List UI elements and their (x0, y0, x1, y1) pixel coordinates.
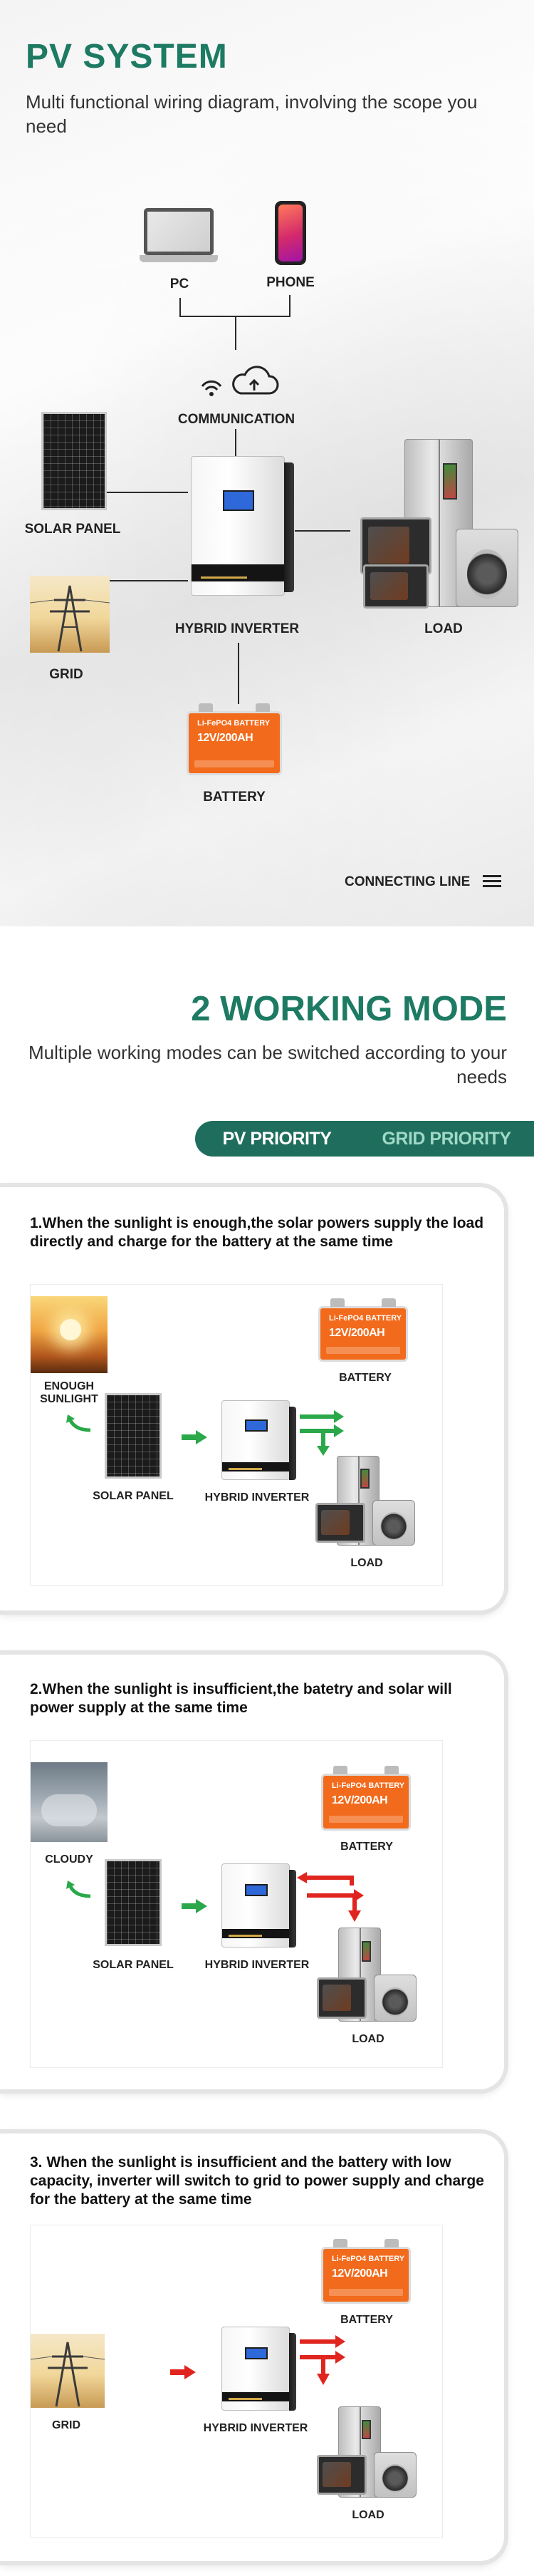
hybrid-inverter-image (221, 1863, 296, 1948)
battery-label: BATTERY (340, 1841, 393, 1853)
load-label: LOAD (352, 2033, 384, 2045)
solar-panel-label: SOLAR PANEL (93, 1959, 174, 1971)
split-arrow-icon (300, 2335, 345, 2385)
mode-card-1: 1.When the sunlight is enough,the solar … (0, 1187, 504, 1610)
curved-arrow-icon (66, 1881, 91, 1898)
battery-label: BATTERY (339, 1372, 392, 1384)
solar-panel-image (105, 1859, 162, 1946)
merge-arrow-icon (297, 1872, 364, 1922)
arrow-right-icon (182, 1899, 207, 1913)
mode-card-3: 3. When the sunlight is insufficient and… (0, 2133, 504, 2561)
load-label: LOAD (350, 1557, 383, 1569)
cloudy-label: CLOUDY (45, 1853, 93, 1866)
battery-image: Li-FePO4 BATTERY 12V/200AH (318, 1298, 408, 1362)
grid-label: GRID (49, 667, 83, 682)
load-appliances-image (317, 1928, 417, 2023)
solar-panel-label: SOLAR PANEL (24, 522, 121, 537)
battery-image: Li-FePO4 BATTERY 12V/200AH (187, 703, 282, 775)
sunlight-image (31, 1296, 108, 1373)
hybrid-inverter-image (191, 456, 294, 596)
hybrid-inverter-image (221, 1400, 296, 1481)
battery-brand-text: Li-FePO4 BATTERY (332, 2255, 405, 2263)
battery-spec-text: 12V/200AH (197, 732, 253, 744)
split-arrow-icon (300, 1410, 344, 1456)
enough-sunlight-label: ENOUGH SUNLIGHT (40, 1380, 98, 1405)
hybrid-inverter-image (221, 2327, 296, 2411)
battery-brand-text: Li-FePO4 BATTERY (197, 719, 271, 728)
battery-brand-text: Li-FePO4 BATTERY (329, 1314, 402, 1323)
power-tower-icon (30, 585, 110, 652)
hybrid-inverter-label: HYBRID INVERTER (174, 621, 300, 636)
battery-spec-text: 12V/200AH (332, 1794, 388, 1806)
load-label: LOAD (424, 621, 463, 636)
grid-image (30, 576, 110, 653)
mode-3-title: 3. When the sunlight is insufficient and… (30, 2154, 484, 2208)
solar-panel-image (41, 412, 107, 510)
connecting-line-label: CONNECTING LINE (345, 874, 471, 889)
phone-label: PHONE (266, 275, 315, 290)
mode-2-diagram: CLOUDY SOLAR PANEL HYBRID INVERTER Li-Fe… (30, 1740, 443, 2068)
hybrid-inverter-label: HYBRID INVERTER (203, 2422, 308, 2434)
wifi-icon (201, 380, 222, 396)
battery-image: Li-FePO4 BATTERY 12V/200AH (321, 1766, 411, 1831)
working-mode-subtitle: Multiple working modes can be switched a… (28, 1042, 507, 1087)
hybrid-inverter-label: HYBRID INVERTER (204, 1491, 310, 1504)
battery-label: BATTERY (203, 790, 266, 805)
laptop-icon (140, 208, 218, 265)
battery-spec-text: 12V/200AH (329, 1327, 385, 1339)
pc-label: PC (169, 276, 189, 291)
arrow-right-icon (170, 2365, 196, 2379)
grid-label: GRID (52, 2419, 80, 2431)
power-tower-icon (31, 2342, 105, 2407)
tab-pv-priority[interactable]: PV PRIORITY (222, 1129, 332, 1149)
load-appliances-image (360, 439, 523, 610)
working-mode-title: 2 WORKING MODE (191, 990, 507, 1028)
mode-tabs: PV PRIORITY GRID PRIORITY (195, 1121, 534, 1157)
cloudy-image (31, 1762, 108, 1842)
solar-panel-image (105, 1393, 162, 1479)
battery-label: BATTERY (340, 2314, 393, 2326)
arrow-right-icon (182, 1430, 207, 1444)
load-appliances-image (317, 2406, 417, 2499)
solar-panel-label: SOLAR PANEL (93, 1490, 174, 1502)
mode-card-2: 2.When the sunlight is insufficient,the … (0, 1655, 504, 2089)
load-label: LOAD (352, 2509, 384, 2521)
mode-1-title: 1.When the sunlight is enough,the solar … (30, 1215, 484, 1250)
phone-icon (275, 201, 306, 265)
pv-system-section: PV SYSTEM Multi functional wiring diagra… (0, 0, 534, 926)
communication-label: COMMUNICATION (177, 412, 295, 427)
connecting-line-icon (483, 875, 501, 888)
curved-arrow-icon (66, 1414, 91, 1432)
load-appliances-image (315, 1456, 415, 1547)
mode-2-title: 2.When the sunlight is insufficient,the … (30, 1681, 452, 1716)
mode-1-diagram: ENOUGH SUNLIGHT SOLAR PANEL HYBRID INVER… (30, 1284, 443, 1586)
battery-brand-text: Li-FePO4 BATTERY (332, 1781, 405, 1790)
pv-system-subtitle: Multi functional wiring diagram, involvi… (26, 91, 478, 137)
mode-3-diagram: GRID HYBRID INVERTER Li-FePO4 BATTERY 12… (30, 2225, 443, 2538)
pv-system-title: PV SYSTEM (26, 38, 228, 76)
tab-grid-priority[interactable]: GRID PRIORITY (382, 1129, 511, 1149)
cloud-icon (232, 366, 279, 395)
grid-image (31, 2334, 105, 2408)
battery-spec-text: 12V/200AH (332, 2267, 388, 2280)
hybrid-inverter-label: HYBRID INVERTER (204, 1959, 310, 1971)
battery-image: Li-FePO4 BATTERY 12V/200AH (321, 2239, 411, 2304)
